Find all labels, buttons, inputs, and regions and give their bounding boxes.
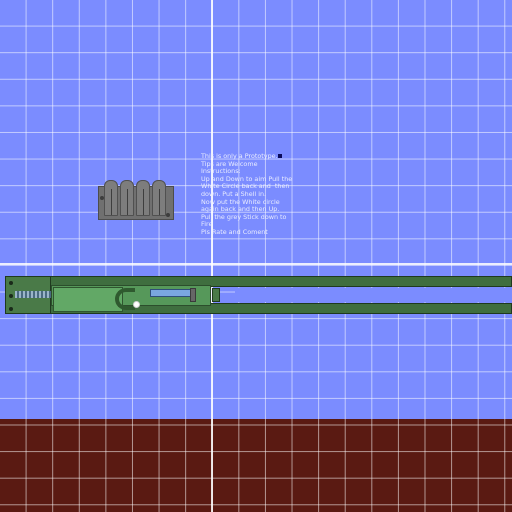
spring-icon (15, 291, 51, 298)
shell-item[interactable] (120, 180, 134, 216)
screw (166, 213, 170, 217)
shell-item[interactable] (104, 180, 118, 216)
axis-vertical (211, 0, 213, 512)
ammo-shells-icon[interactable] (98, 180, 174, 220)
loaded-shell (150, 289, 192, 297)
axis-horizontal (0, 263, 512, 265)
trigger-stick-icon[interactable] (190, 288, 196, 302)
shell-item[interactable] (136, 180, 150, 216)
instructions-text: This is only a Prototype. Tips are Welco… (201, 152, 293, 236)
screw (100, 196, 104, 200)
handle-circle-icon[interactable] (133, 301, 140, 308)
stop-block (212, 288, 220, 302)
sled[interactable] (53, 287, 123, 312)
cursor-marker (278, 154, 282, 158)
hook (115, 288, 135, 310)
shell-item[interactable] (152, 180, 166, 216)
barrel-gap (235, 288, 512, 302)
ground (0, 419, 512, 512)
launcher[interactable] (5, 276, 512, 314)
